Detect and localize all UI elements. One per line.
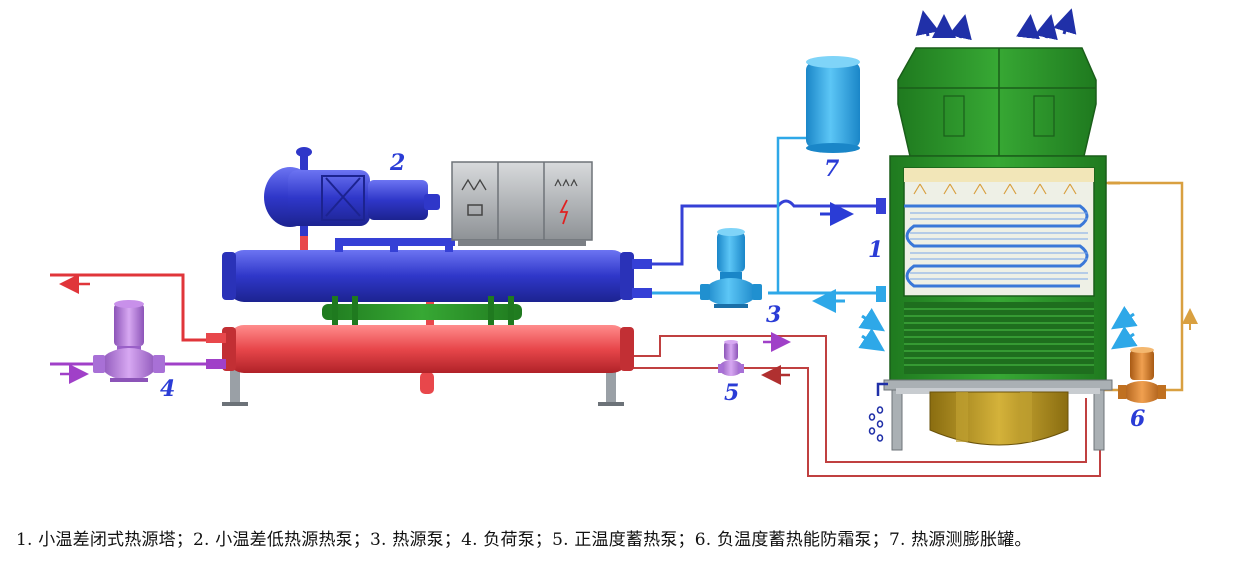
expansion-tank — [806, 56, 860, 153]
label-tower: 1 — [868, 237, 883, 263]
source-supply-pipe — [632, 199, 878, 266]
label-load-pump: 4 — [160, 376, 175, 402]
heat-pump-unit — [206, 147, 652, 406]
inlet-air-arrows — [858, 306, 1138, 352]
economizer — [322, 304, 522, 320]
lightning-icon — [559, 199, 569, 225]
coil-tubes — [904, 204, 1089, 288]
exhaust-air-arrows — [915, 8, 1077, 41]
defrost-loop-pipe — [1100, 181, 1184, 392]
warning-triangles — [461, 178, 487, 191]
label-heat-pump: 2 — [389, 150, 405, 176]
source-pump — [700, 228, 762, 308]
compressor-body — [288, 170, 370, 226]
label-expansion-tank: 7 — [824, 156, 840, 182]
drain-drops — [868, 406, 884, 442]
expansion-tank-pipe — [776, 136, 806, 293]
system-diagram: 1 2 3 4 5 6 7 — [50, 8, 1198, 477]
fan-hood — [897, 47, 1097, 157]
evaporator-shell — [228, 250, 628, 302]
air-inlet-louvers — [904, 302, 1094, 374]
control-cabinet — [451, 161, 593, 241]
control-display — [467, 204, 483, 216]
label-anti-frost-pump: 6 — [1130, 406, 1145, 432]
hot-supply-pipe — [50, 273, 215, 342]
storage-loop-pipe-a — [632, 335, 1087, 463]
water-basin — [929, 391, 1069, 446]
positive-storage-pump — [718, 340, 744, 376]
figure-caption: 1. 小温差闭式热源塔；2. 小温差低热源热泵；3. 热源泵；4. 负荷泵；5.… — [16, 530, 1032, 550]
load-pump — [93, 300, 165, 382]
label-positive-storage-pump: 5 — [724, 380, 739, 406]
anti-frost-pump — [1118, 347, 1166, 403]
condenser-shell — [228, 325, 628, 373]
spray-nozzles — [913, 183, 1077, 195]
heat-source-tower — [868, 47, 1113, 451]
drain-valve — [420, 372, 434, 394]
coil-window — [903, 167, 1095, 297]
label-source-pump: 3 — [766, 302, 781, 328]
